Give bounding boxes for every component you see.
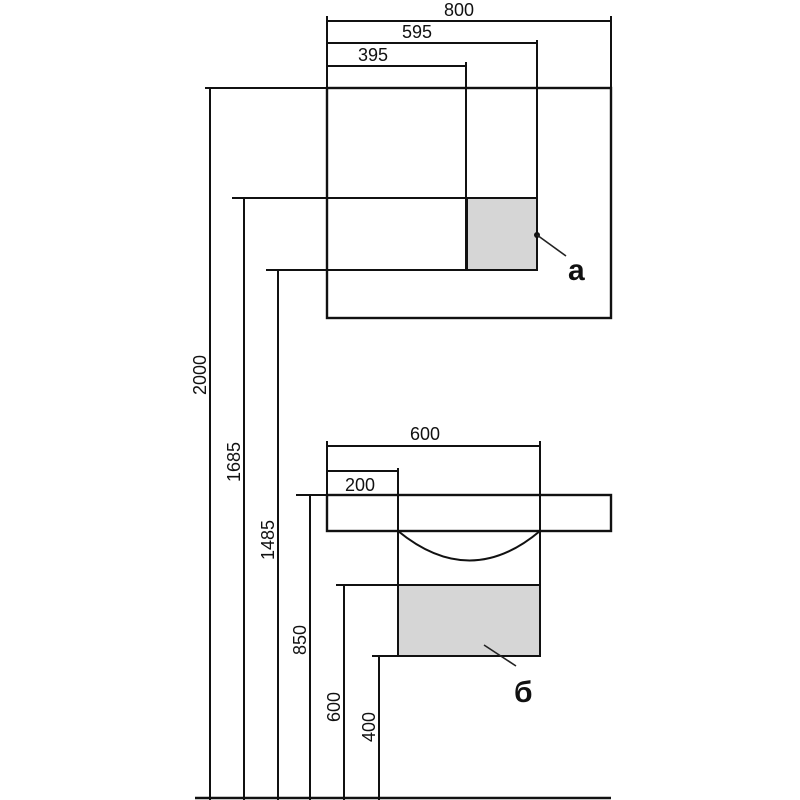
- dim-width-800: 800: [444, 0, 474, 20]
- callout-label-b: б: [514, 676, 533, 709]
- shaded-panel-a: [466, 197, 538, 271]
- dim-height-1685: 1685: [224, 442, 244, 482]
- basin-curve: [397, 530, 541, 562]
- height-dimensions: 2000 1685 1485 850 600 400: [190, 87, 611, 800]
- bottom-unit: б 600 200: [325, 424, 613, 709]
- dim-height-400: 400: [359, 712, 379, 742]
- dim-width-395: 395: [358, 45, 388, 65]
- dim-height-600: 600: [324, 692, 344, 722]
- dim-height-2000: 2000: [190, 355, 210, 395]
- shaded-drawer-b: [397, 584, 541, 657]
- callout-label-a: а: [568, 254, 585, 287]
- dim-height-1485: 1485: [258, 520, 278, 560]
- dim-width-200: 200: [345, 475, 375, 495]
- dim-width-595: 595: [402, 22, 432, 42]
- dim-height-850: 850: [290, 625, 310, 655]
- dim-width-600: 600: [410, 424, 440, 444]
- countertop: [325, 493, 613, 533]
- top-unit: а 800 595 395: [325, 0, 613, 320]
